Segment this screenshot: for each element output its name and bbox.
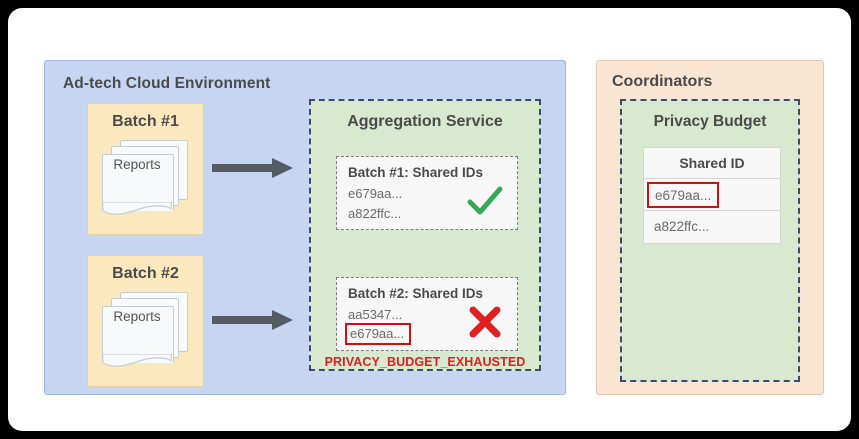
- batch-2-shared-ids-title: Batch #2: Shared IDs: [348, 286, 484, 301]
- privacy-budget-title: Privacy Budget: [653, 113, 767, 130]
- shared-id-table-header: Shared ID: [644, 148, 780, 179]
- batch-1-box: Batch #1 Reports: [87, 103, 204, 235]
- privacy-budget-panel: Privacy Budget Shared ID e679aa... a822f…: [620, 99, 800, 382]
- coordinators-panel: Coordinators Privacy Budget Shared ID e6…: [596, 60, 824, 395]
- check-mark-icon: [467, 186, 503, 215]
- diagram-card: Ad-tech Cloud Environment Batch #1 Repor…: [8, 8, 851, 431]
- table-row: e679aa...: [644, 179, 780, 211]
- batch-2-title: Batch #2: [112, 265, 179, 282]
- batch-1-shared-id-1: e679aa...: [348, 186, 403, 201]
- privacy-budget-error-text: PRIVACY_BUDGET_EXHAUSTED: [324, 355, 526, 369]
- batch-1-title: Batch #1: [112, 113, 179, 130]
- batch-2-flagged-shared-id: e679aa...: [345, 323, 412, 345]
- batch-2-flow-arrow-icon: [212, 310, 293, 330]
- batch-1-flow-arrow-icon: [212, 158, 293, 178]
- report-doc-wave-icon: [102, 354, 172, 367]
- batch-1-shared-id-2: a822ffc...: [348, 206, 402, 221]
- batch-1-reports-label: Reports: [113, 157, 161, 172]
- batch-1-reports-stack: Reports: [102, 140, 192, 222]
- adtech-panel-title: Ad-tech Cloud Environment: [63, 75, 271, 92]
- batch-1-shared-ids-title: Batch #1: Shared IDs: [348, 165, 484, 180]
- batch-2-reports-stack: Reports: [102, 292, 192, 374]
- batch-1-shared-ids-card: Batch #1: Shared IDs e679aa... a822ffc..…: [336, 156, 518, 230]
- table-row: a822ffc...: [644, 211, 780, 243]
- batch-2-reports-label: Reports: [113, 309, 161, 324]
- batch-2-box: Batch #2 Reports: [87, 255, 204, 387]
- aggregation-service-panel: Aggregation Service Batch #1: Shared IDs…: [309, 99, 541, 371]
- cross-mark-icon: [469, 306, 501, 338]
- coordinators-title: Coordinators: [612, 73, 713, 90]
- batch-2-shared-ids-card: Batch #2: Shared IDs aa5347... e679aa...: [336, 277, 518, 351]
- batch-2-shared-id-1: aa5347...: [348, 307, 403, 322]
- report-doc-wave-icon: [102, 202, 172, 215]
- aggregation-service-title: Aggregation Service: [347, 113, 503, 130]
- shared-id-value-flagged: e679aa...: [647, 182, 720, 208]
- shared-id-table: Shared ID e679aa... a822ffc...: [643, 147, 781, 244]
- adtech-cloud-environment-panel: Ad-tech Cloud Environment Batch #1 Repor…: [44, 60, 566, 395]
